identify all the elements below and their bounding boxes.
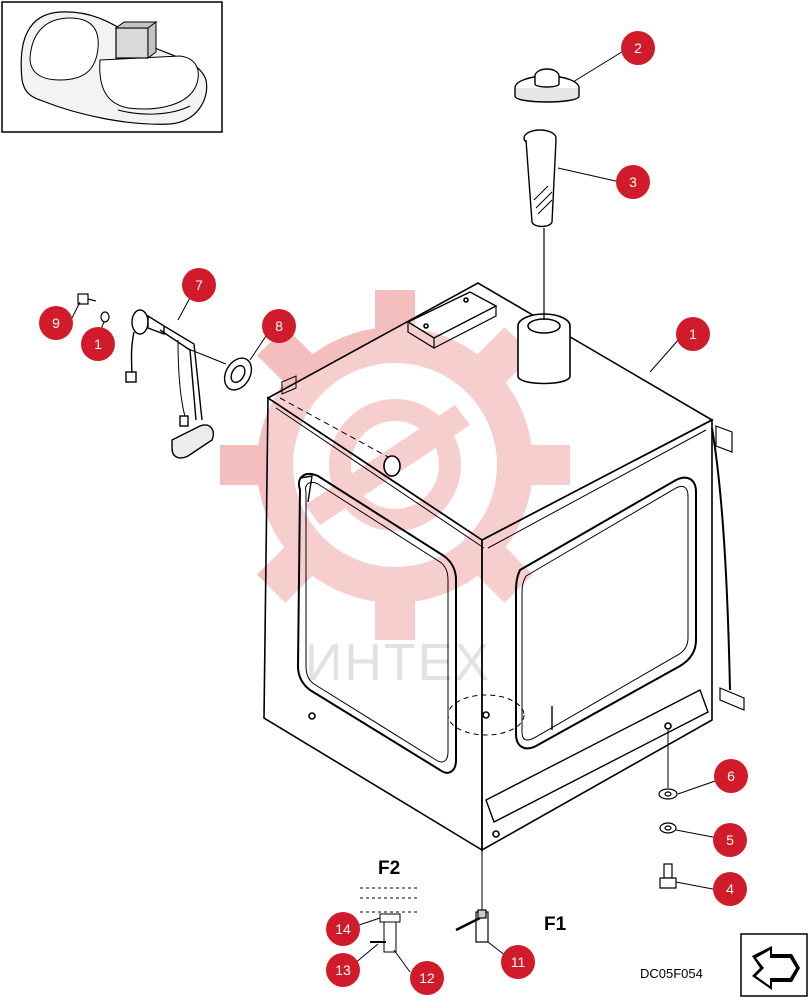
callout-9: 9: [39, 306, 73, 340]
filler-cap: [514, 68, 580, 103]
callout-1-washer: 1: [81, 327, 115, 361]
drain-cock-11: [455, 909, 489, 943]
svg-text:8: 8: [275, 318, 283, 334]
callout-13: 13: [326, 953, 360, 987]
svg-text:11: 11: [511, 954, 526, 970]
label-f2: F2: [378, 858, 400, 879]
svg-text:12: 12: [419, 970, 435, 986]
callout-3: 3: [616, 165, 650, 199]
callout-11: 11: [501, 945, 535, 979]
svg-text:14: 14: [335, 921, 351, 937]
callout-6: 6: [714, 759, 748, 793]
svg-text:6: 6: [727, 768, 735, 784]
next-page-arrow-icon[interactable]: [740, 933, 808, 997]
bolt-4: [659, 863, 677, 889]
screw-9: [77, 293, 97, 305]
svg-text:1: 1: [94, 336, 102, 352]
callout-12: 12: [410, 961, 444, 995]
svg-text:9: 9: [52, 315, 60, 331]
svg-text:4: 4: [726, 881, 734, 897]
sender-gasket: [223, 357, 253, 391]
inset-machine-view: [1, 1, 223, 133]
svg-text:2: 2: [634, 40, 642, 56]
svg-text:1: 1: [689, 326, 697, 342]
watermark-text: ИНТЕХ: [305, 634, 491, 692]
filler-strainer: [523, 129, 557, 320]
assembly-line: [185, 347, 227, 365]
callout-7: 7: [182, 268, 216, 302]
washer-1: [100, 311, 110, 323]
svg-text:13: 13: [335, 962, 351, 978]
callout-1-tank: 1: [676, 317, 710, 351]
nut-6: [658, 788, 678, 800]
washer-5: [659, 822, 677, 834]
svg-text:5: 5: [726, 832, 734, 848]
svg-text:3: 3: [629, 174, 637, 190]
callout-5: 5: [713, 823, 747, 857]
callout-4: 4: [713, 872, 747, 906]
fuel-tank: [263, 282, 745, 852]
fuel-level-sender: [125, 309, 214, 459]
svg-text:7: 7: [195, 277, 203, 293]
callout-14: 14: [326, 912, 360, 946]
label-f1: F1: [544, 914, 567, 935]
drawing-code: DC05F054: [640, 966, 703, 981]
callout-8: 8: [262, 309, 296, 343]
callout-2: 2: [621, 31, 655, 65]
drain-detail-f2: [360, 887, 420, 953]
